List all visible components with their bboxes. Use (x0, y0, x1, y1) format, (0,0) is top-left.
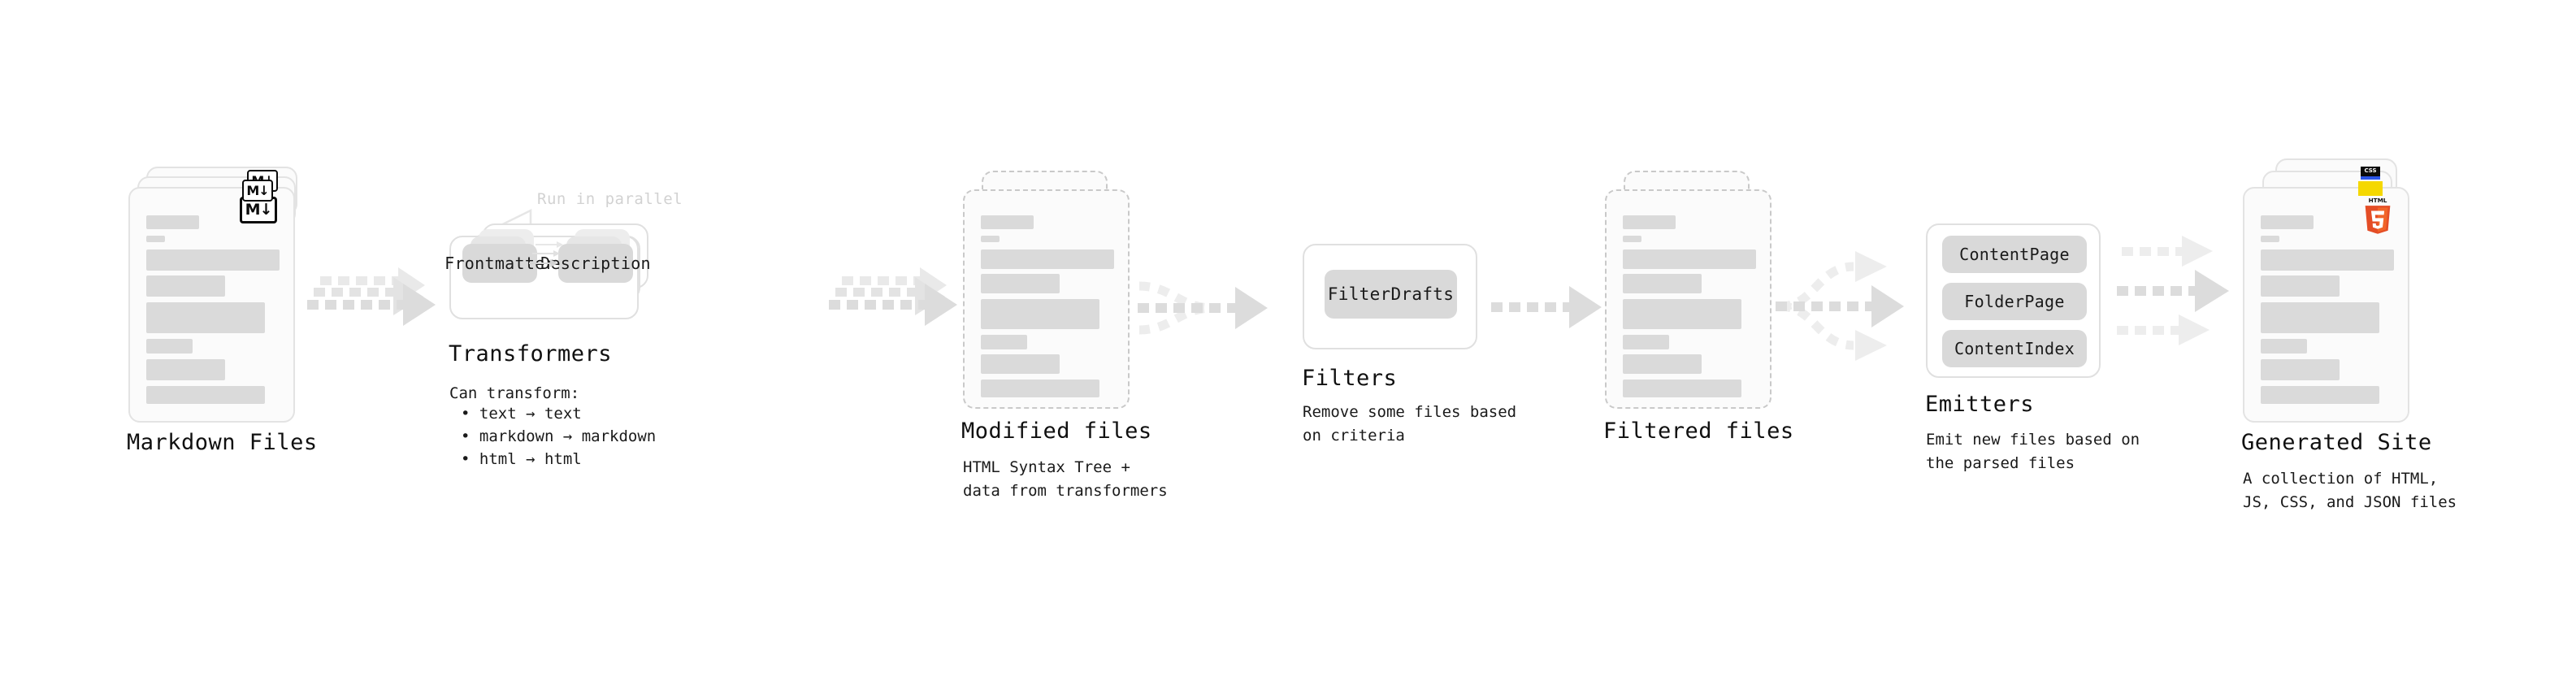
markdown-card-front: M↓ (128, 187, 295, 423)
markdown-icon-back-1: M↓ (242, 180, 273, 202)
filters-description: Remove some files based on criteria (1303, 403, 1517, 445)
doc-bar (2261, 359, 2340, 380)
doc-bar (981, 236, 1000, 242)
doc-bar (146, 249, 280, 271)
connector-transformers-to-modified (829, 267, 957, 326)
transformers-bullet-2: • html → html (461, 450, 582, 468)
transformers-bullet-1: • markdown → markdown (461, 427, 657, 445)
site-file-stack: CSS HTML (2243, 158, 2438, 427)
stage-generated-site: CSS HTML Generated Site A (2241, 158, 2457, 511)
stage-title-modified-files: Modified files (961, 419, 1152, 444)
doc-bar (981, 354, 1060, 374)
doc-bar (1623, 335, 1669, 349)
emitters-box: ContentPage FolderPage ContentIndex (1926, 223, 2101, 378)
transformer-pill-description[interactable]: Description (540, 244, 651, 283)
transformers-bullet-0: • text → text (461, 405, 582, 423)
doc-bar (1623, 354, 1702, 374)
stage-title-filtered-files: Filtered files (1603, 419, 1794, 444)
emitter-pill-folderpage[interactable]: FolderPage (1942, 283, 2087, 320)
svg-text:HTML: HTML (2369, 197, 2387, 204)
emitters-description: Emit new files based on the parsed files (1926, 431, 2140, 472)
doc-bar (146, 339, 193, 354)
doc-bar (1623, 249, 1756, 269)
doc-bar (2261, 275, 2340, 297)
doc-bar (981, 215, 1034, 229)
transformers-description: Can transform: (449, 384, 580, 402)
doc-bar (2261, 215, 2314, 229)
stage-title-markdown-files: Markdown Files (127, 430, 318, 455)
stage-filtered-files: Filtered files (1603, 167, 1793, 444)
doc-bar (146, 236, 165, 242)
doc-bar (981, 335, 1027, 349)
doc-bar (1623, 215, 1676, 229)
connector-filters-to-filtered (1491, 286, 1602, 328)
doc-bar (146, 275, 225, 297)
stage-markdown-files: M↓ M↓ M↓ Markdown Files (127, 167, 317, 455)
js-icon (2358, 181, 2383, 196)
html5-icon: HTML (2365, 197, 2391, 234)
doc-bar (981, 299, 1099, 329)
transformer-pill-frontmatter[interactable]: Frontmatter (445, 244, 555, 283)
connector-filtered-to-emitters (1776, 251, 1904, 361)
stage-modified-files: Modified files HTML Syntax Tree + data f… (961, 167, 1168, 500)
stage-title-filters: Filters (1302, 366, 1398, 391)
doc-bar (1623, 380, 1741, 397)
stage-title-transformers: Transformers (449, 341, 613, 367)
transformers-box-front: Frontmatter Description (445, 229, 651, 319)
doc-bar (981, 274, 1060, 293)
doc-bar (146, 302, 265, 333)
doc-bar (981, 380, 1099, 397)
doc-bar (1623, 299, 1741, 329)
transformer-inner-arrows (529, 241, 563, 267)
site-card-front: HTML (2243, 187, 2409, 423)
connector-md-to-transformers (307, 267, 436, 326)
markdown-file-stack: M↓ M↓ M↓ (128, 167, 315, 427)
doc-bar (981, 249, 1114, 269)
doc-bar (2261, 302, 2379, 333)
stage-title-emitters: Emitters (1925, 392, 2035, 417)
doc-bar (2261, 249, 2394, 271)
filtered-file-stack (1605, 167, 1792, 427)
doc-bar (2261, 339, 2307, 354)
stage-title-generated-site: Generated Site (2241, 430, 2432, 455)
run-in-parallel-label: Run in parallel (537, 190, 683, 208)
doc-bar (2261, 236, 2279, 242)
doc-bar (146, 359, 225, 380)
emitter-pill-contentpage[interactable]: ContentPage (1942, 236, 2087, 273)
emitter-pill-contentindex[interactable]: ContentIndex (1942, 330, 2087, 367)
doc-bar (1623, 274, 1702, 293)
connector-modified-to-filters (1138, 281, 1268, 335)
filters-box: FilterDrafts (1303, 244, 1477, 349)
doc-bar (146, 386, 265, 404)
generated-site-description: A collection of HTML, JS, CSS, and JSON … (2243, 470, 2457, 511)
modified-card-front (963, 189, 1130, 409)
doc-bar (1623, 236, 1641, 242)
modified-file-stack (963, 167, 1150, 427)
connector-emitters-to-site (2117, 236, 2229, 345)
doc-bar (146, 215, 199, 229)
doc-bar (2261, 386, 2379, 404)
filter-pill-filterdrafts[interactable]: FilterDrafts (1325, 270, 1457, 319)
css3-icon: CSS (2361, 167, 2380, 180)
filtered-card-front (1605, 189, 1772, 409)
modified-files-description: HTML Syntax Tree + data from transformer… (963, 458, 1168, 500)
